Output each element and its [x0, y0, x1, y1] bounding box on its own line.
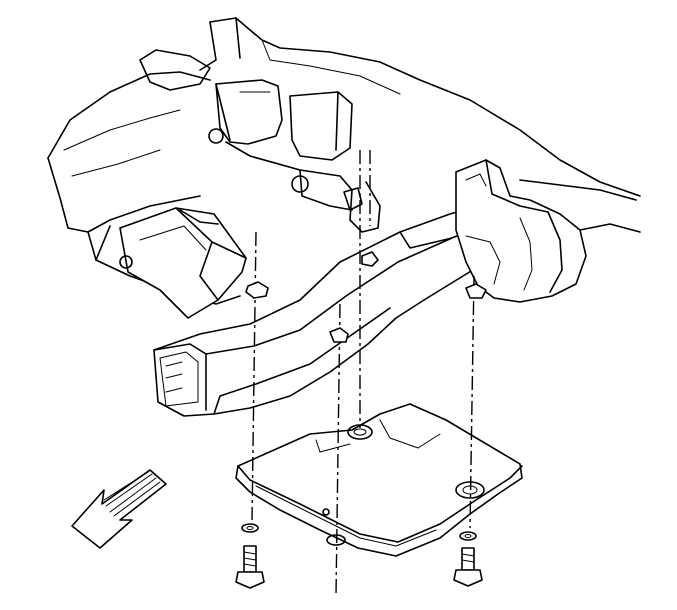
skid-plate — [235, 403, 523, 557]
front-arrow-icon — [71, 469, 167, 549]
mounting-bolt — [453, 547, 483, 587]
washer — [241, 523, 259, 533]
washer — [459, 531, 477, 541]
crossmember — [153, 195, 507, 417]
left-frame-rail — [47, 49, 241, 305]
alignment-lines — [251, 150, 475, 597]
right-frame-rail — [455, 159, 641, 303]
vehicle-body-outline — [199, 17, 641, 201]
transmission-mount — [208, 79, 381, 233]
left-frame-bracket — [119, 207, 247, 319]
weld-nut — [245, 251, 487, 343]
mounting-bolt — [235, 545, 265, 589]
